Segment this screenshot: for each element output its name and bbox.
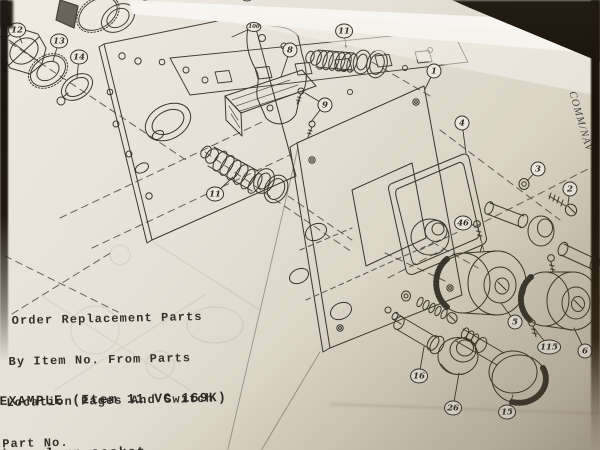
callout-4: 4 (454, 115, 470, 131)
spring-screw (401, 290, 458, 324)
top-toothed-ring (55, 0, 136, 33)
callout-115: 115 (537, 339, 561, 355)
example-line: EXAMPLE (Item 11 VC 169K) (0, 390, 228, 409)
callout-46: 46 (454, 215, 472, 231)
example-note: EXAMPLE (Item 11 VC 169K) is a lamp sock… (0, 354, 229, 450)
item-15-thumbscrew (455, 327, 549, 406)
front-panel (289, 85, 463, 353)
item-26-ring (437, 337, 479, 375)
callout-14: 14 (70, 49, 88, 65)
callout-9: 9 (317, 97, 333, 113)
note-line: Order Replacement Parts (11, 310, 203, 329)
lamp-socket-mid (200, 145, 289, 204)
callout-12: 12 (8, 22, 26, 38)
construction-lines (227, 146, 321, 450)
callout-15: 15 (498, 404, 516, 420)
callout-cut (239, 0, 255, 2)
callout-8: 8 (282, 42, 298, 58)
callout-3: 3 (530, 161, 546, 177)
callout-11: 11 (206, 186, 224, 202)
callout-cut (137, 0, 153, 1)
rear-plate (98, 13, 297, 244)
page-bleed-through (39, 239, 261, 391)
callout-11: 11 (335, 23, 353, 39)
right-hardware (410, 178, 600, 272)
callout-26: 26 (444, 400, 462, 416)
callout-100: 100 (246, 22, 262, 32)
callout-6: 6 (577, 343, 593, 359)
callout-13: 13 (50, 33, 68, 49)
callout-16: 16 (410, 368, 428, 384)
callout-5: 5 (507, 314, 523, 330)
knob-5 (433, 245, 527, 316)
callout-1: 1 (426, 63, 442, 79)
example-line: is a lamp socket (0, 442, 228, 450)
callout-2: 2 (562, 181, 578, 197)
item-16-pin (391, 311, 445, 355)
